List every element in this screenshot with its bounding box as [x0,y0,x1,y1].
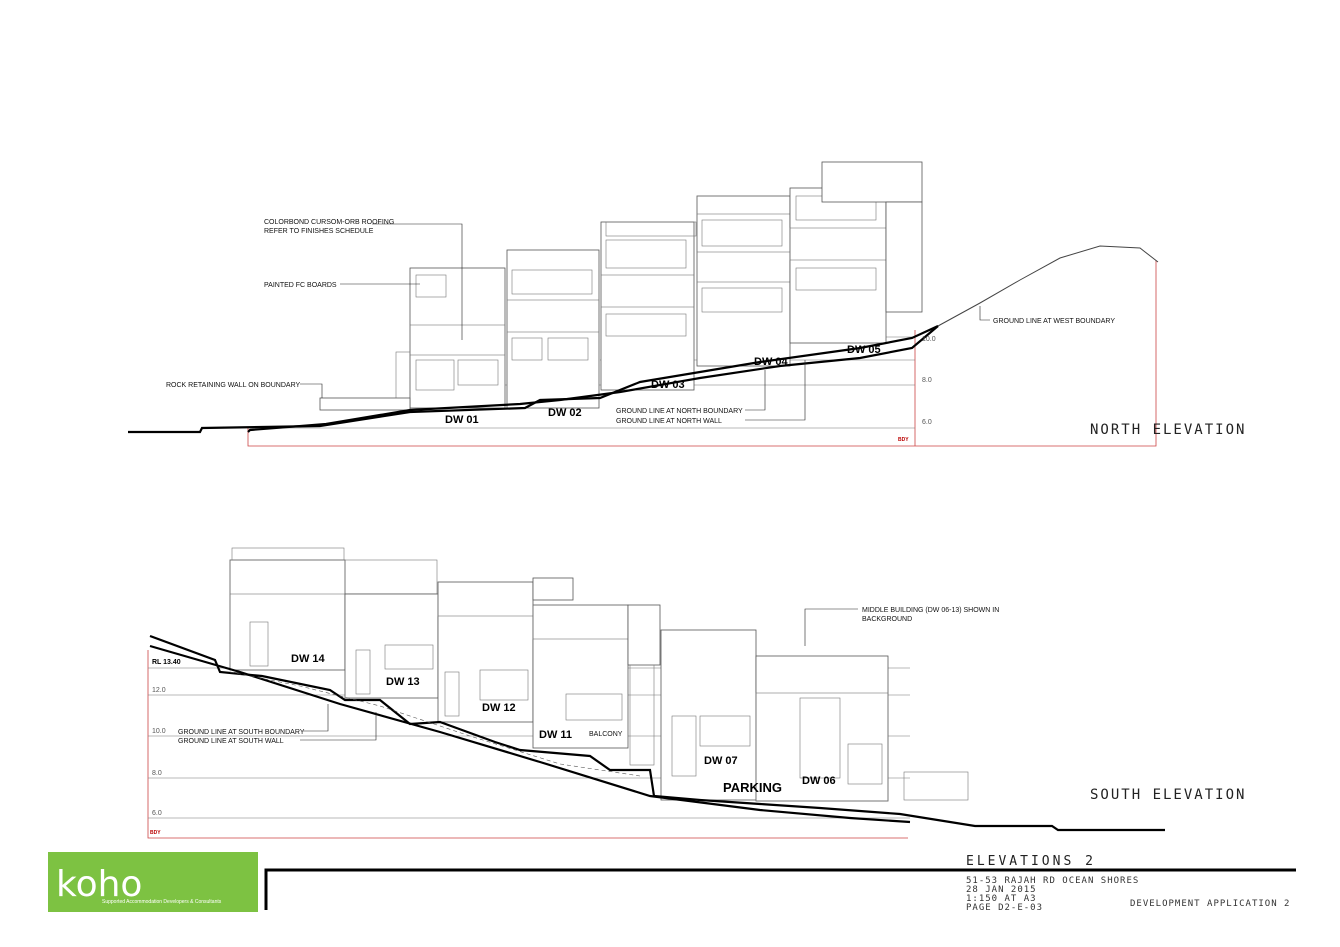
south-wall-leader [300,712,377,741]
north-boundary-note: GROUND LINE AT NORTH BOUNDARY [616,408,743,415]
title-block-border [264,868,1296,910]
title-block: koho Supported Accommodation Developers … [48,852,1296,913]
north-building-dw05 [789,161,923,344]
north-ground-line-boundary [247,325,939,433]
south-unit-label: DW 13 [386,676,420,688]
south-building-dw11 [532,604,661,766]
north-wall-note: GROUND LINE AT NORTH WALL [616,418,722,425]
south-building-dw12 [437,577,574,723]
south-fence [903,771,969,801]
koho-logo [48,852,258,912]
south-ground-line-boundary [149,644,911,824]
logo-word: koho [56,864,142,905]
north-level-label: 8.0 [922,377,932,384]
south-unit-label: DW 07 [704,755,738,767]
south-building-dw14 [229,547,438,671]
south-building-dw07 [660,629,757,801]
south-unit-label: DW 14 [291,653,326,665]
drawing-scale: 1:150 AT A3 [966,894,1037,904]
south-unit-label: DW 12 [482,702,516,714]
south-level-label: 8.0 [152,770,162,777]
north-level-label: 6.0 [922,419,932,426]
south-level-label: 10.0 [152,728,166,735]
south-dashed-line [229,671,641,777]
south-boundary-note: GROUND LINE AT SOUTH BOUNDARY [178,729,305,736]
north-unit-label: DW 02 [548,407,582,419]
boards-note: PAINTED FC BOARDS [264,282,337,289]
north-unit-label: DW 05 [847,344,881,356]
logo-tagline: Supported Accommodation Developers & Con… [102,899,222,905]
north-elevation: DW 01 DW 02 DW 03 DW 04 DW 05 10.0 8.0 6… [128,161,1246,447]
north-unit-label: DW 03 [651,379,685,391]
north-building-dw01 [395,267,506,409]
north-bdy-label: BDY [898,437,909,443]
north-site-boundary [247,260,1157,447]
south-level-label: 6.0 [152,810,162,817]
west-boundary-note: GROUND LINE AT WEST BOUNDARY [993,318,1115,325]
north-building-dw04 [696,195,791,367]
north-wall-leader [745,360,806,421]
middle-building-note: BACKGROUND [862,616,912,623]
south-building-dw13 [344,593,439,699]
south-unit-label: DW 06 [802,775,836,787]
south-elevation: DW 14 DW 13 DW 12 DW 11 DW 07 DW 06 PARK… [147,547,1246,839]
south-site-boundary [147,650,908,839]
page-number: PAGE D2-E-03 [966,903,1043,913]
roofing-note: COLORBOND CURSOM-ORB ROOFING [264,219,394,226]
north-unit-label: DW 04 [754,356,789,368]
middle-building-leader [804,608,858,646]
west-boundary-ground-line [937,245,1159,327]
north-level-label: 10.0 [922,336,936,343]
roofing-note: REFER TO FINISHES SCHEDULE [264,228,374,235]
drawing-date: 28 JAN 2015 [966,885,1037,895]
west-boundary-leader [979,306,990,321]
south-elevation-title: SOUTH ELEVATION [1090,787,1246,803]
rock-wall-note: ROCK RETAINING WALL ON BOUNDARY [166,382,301,389]
application-stage: DEVELOPMENT APPLICATION 2 [1130,899,1290,909]
north-building-dw03 [600,221,697,391]
north-elevation-title: NORTH ELEVATION [1090,422,1246,438]
balcony-note: BALCONY [589,731,623,738]
south-unit-label: DW 11 [539,729,572,741]
south-level-label: 12.0 [152,687,166,694]
roofing-leader [372,223,463,340]
north-boundary-leader [745,370,766,411]
south-ground-line-wall [149,634,1165,832]
south-bdy-label: BDY [150,830,161,836]
project-address: 51-53 RAJAH RD OCEAN SHORES [966,876,1139,886]
south-boundary-leader [303,704,329,732]
parking-label: PARKING [723,780,782,795]
sheet-title: ELEVATIONS 2 [966,854,1096,869]
middle-building-note: MIDDLE BUILDING (DW 06-13) SHOWN IN [862,607,999,614]
south-wall-note: GROUND LINE AT SOUTH WALL [178,738,284,745]
rock-wall-leader [300,383,323,398]
north-unit-label: DW 01 [445,414,479,426]
south-rl-label: RL 13.40 [152,659,181,666]
rock-retaining-wall [319,397,411,411]
north-building-dw02 [506,249,600,409]
south-building-dw06 [755,655,889,802]
